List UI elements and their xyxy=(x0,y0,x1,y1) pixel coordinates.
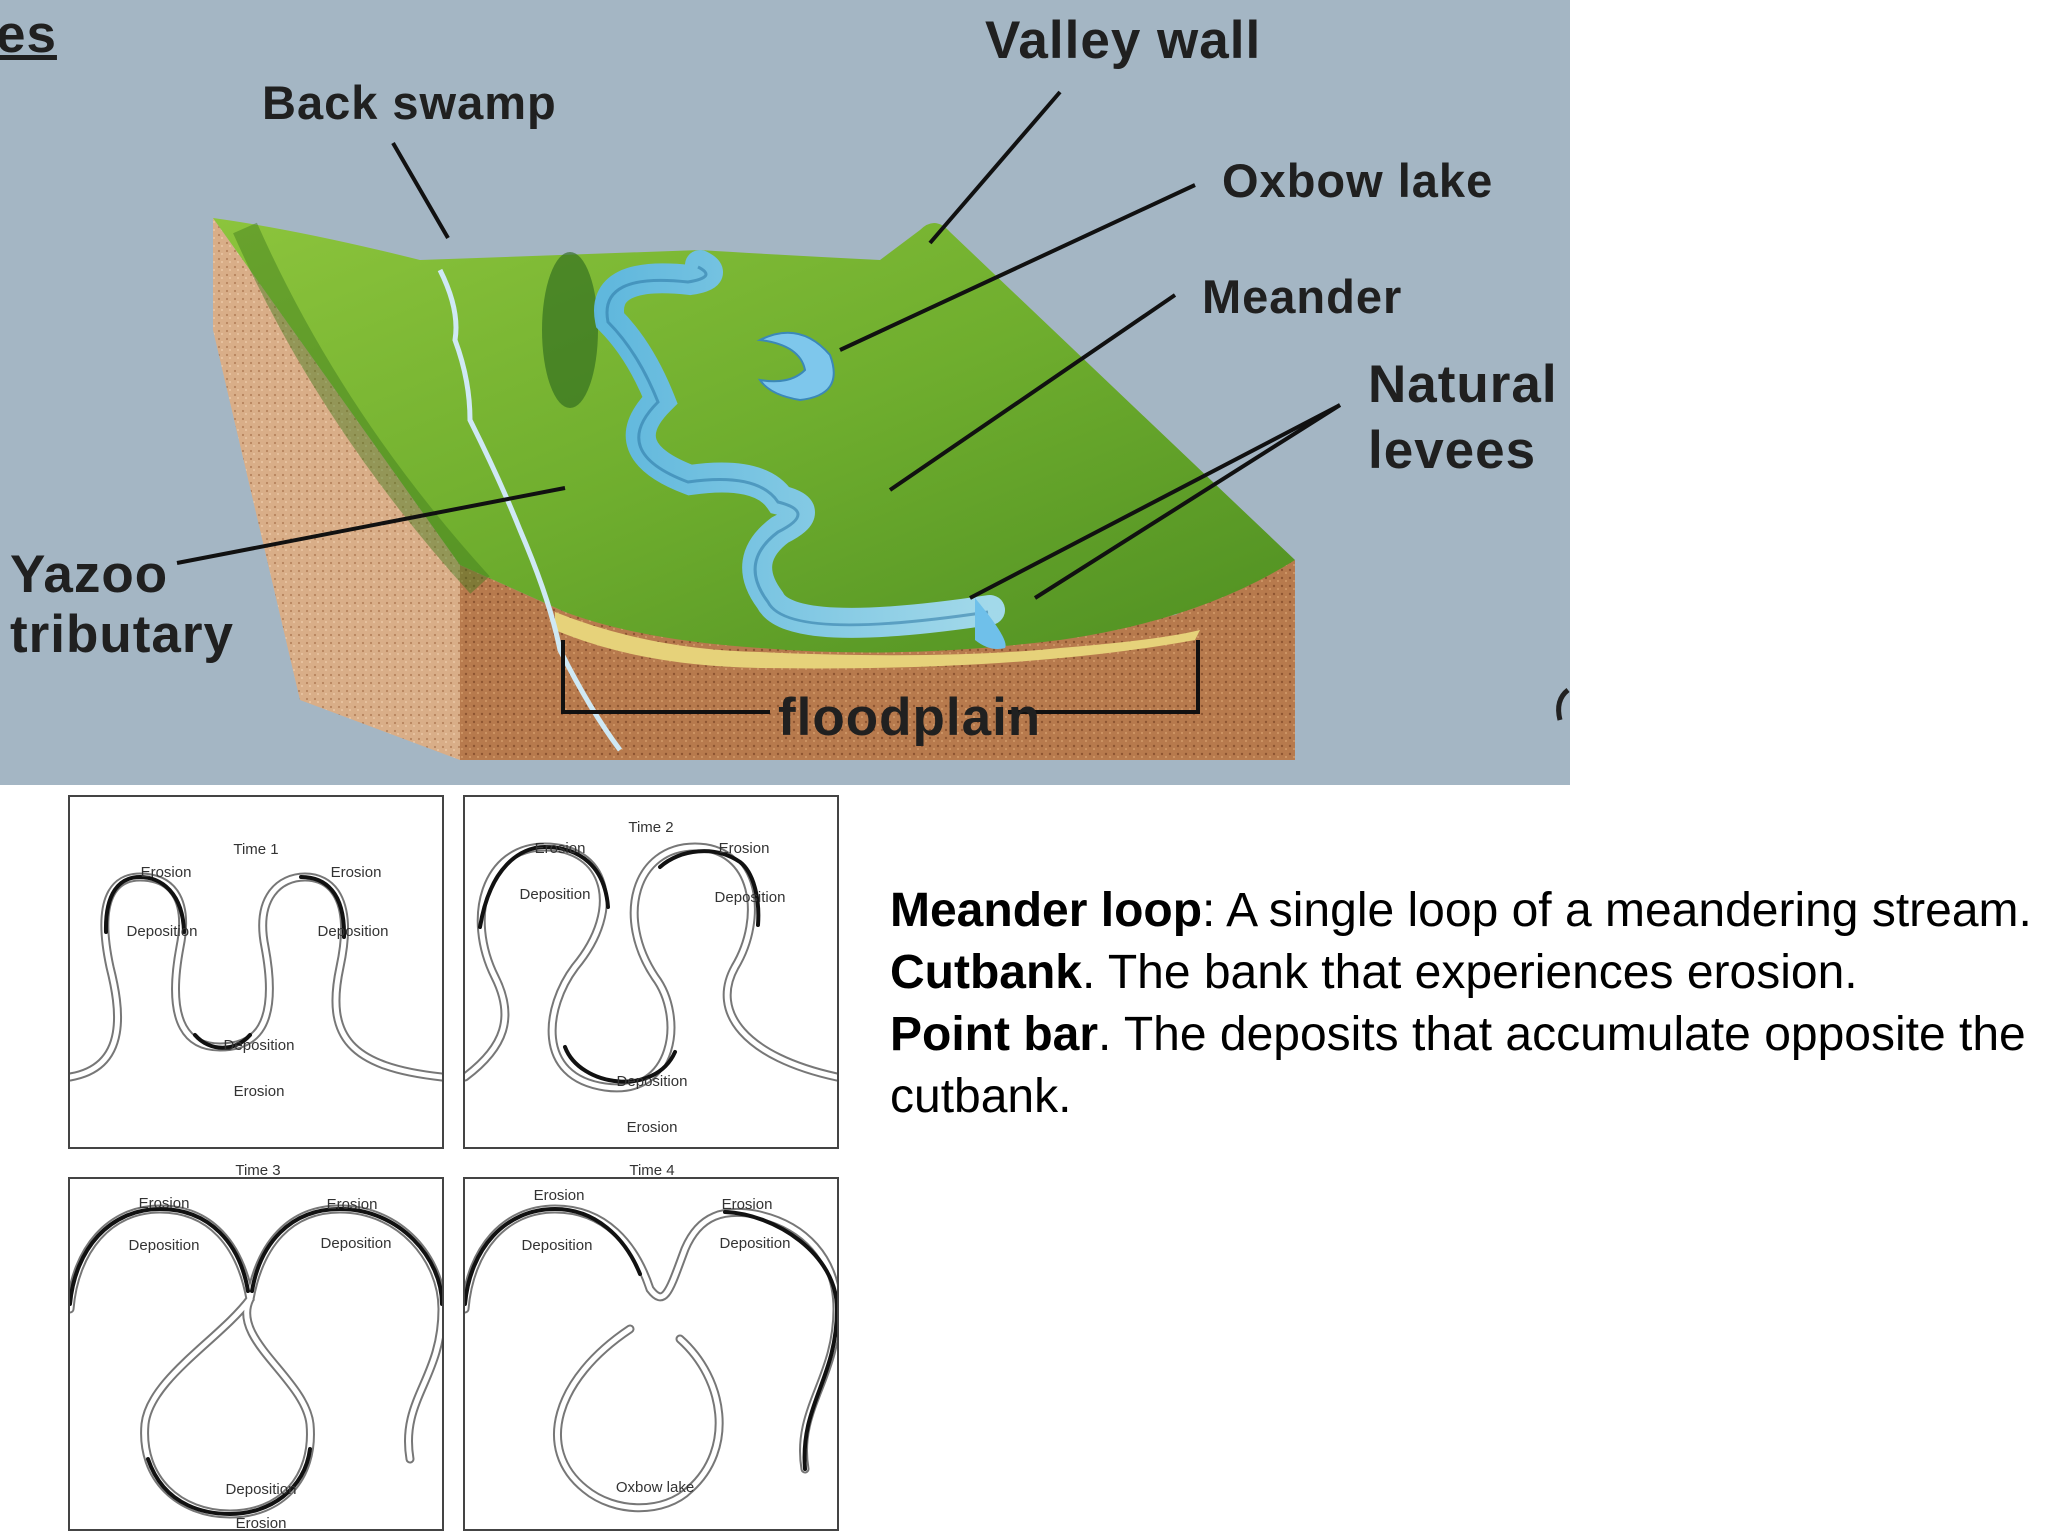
natural-levees-label-line2: levees xyxy=(1368,421,1537,480)
time2-deposition-bottom: Deposition xyxy=(616,1073,688,1090)
time4-erosion-left: Erosion xyxy=(533,1187,585,1204)
valley-wall-pointer xyxy=(928,90,1062,245)
time4-panel: Time 4 Erosion Erosion Deposition Deposi… xyxy=(463,1162,839,1531)
time2-erosion-bottom: Erosion xyxy=(626,1119,678,1136)
valley-ridge-shade xyxy=(233,222,490,594)
time3-deposition-bottom: Deposition xyxy=(225,1481,297,1498)
term-cutbank: Cutbank xyxy=(890,946,1082,999)
time4-deposition-right: Deposition xyxy=(719,1235,791,1252)
time4-meander-drawing xyxy=(465,1204,837,1513)
term-point-bar: Point bar xyxy=(890,1008,1099,1061)
river-front-notch xyxy=(975,598,1006,649)
meander-evolution-panels: Time 1 Erosion Erosion Deposition Deposi… xyxy=(68,795,848,1536)
time1-erosion-right: Erosion xyxy=(330,864,382,881)
yazoo-label-line1: Yazoo xyxy=(10,545,169,604)
floodplain-block-diagram: es Valley wall Back swamp Oxbow lake Mea… xyxy=(0,0,1570,785)
time2-deposition-right: Deposition xyxy=(714,889,786,906)
yazoo-label-line2: tributary xyxy=(10,605,234,664)
floodplain-illustration xyxy=(176,90,1570,760)
time1-erosion-left: Erosion xyxy=(140,864,192,881)
back-swamp-label: Back swamp xyxy=(262,76,557,129)
levee-pointer-2 xyxy=(1033,403,1342,600)
levee-pointer-1 xyxy=(969,403,1341,600)
back-swamp-pointer xyxy=(391,141,450,240)
time2-title: Time 2 xyxy=(628,819,674,836)
oxbow-lake-shape xyxy=(756,331,835,402)
floodplain-bracket xyxy=(561,640,1200,714)
time4-oxbow-lake-label: Oxbow lake xyxy=(615,1479,695,1496)
floodplain-label: floodplain xyxy=(778,688,1042,747)
time3-erosion-left: Erosion xyxy=(138,1195,190,1212)
time1-deposition-bottom: Deposition xyxy=(223,1037,295,1054)
definition-point-bar: Point bar. The deposits that accumulate … xyxy=(890,1008,2026,1123)
time1-meander-drawing xyxy=(70,872,442,1082)
time3-erosion-bottom: Erosion xyxy=(235,1515,287,1532)
time1-deposition-right: Deposition xyxy=(317,923,389,940)
time1-panel: Time 1 Erosion Erosion Deposition Deposi… xyxy=(68,795,444,1149)
block-left-face xyxy=(213,218,460,760)
time3-title: Time 3 xyxy=(235,1162,281,1179)
floodplain-sand xyxy=(555,612,1200,669)
meander-label: Meander xyxy=(1202,270,1403,323)
term-meander-loop: Meander loop xyxy=(890,884,1203,937)
definition-cutbank: Cutbank. The bank that experiences erosi… xyxy=(890,946,1858,999)
time2-deposition-left: Deposition xyxy=(519,886,591,903)
time3-deposition-left: Deposition xyxy=(128,1237,200,1254)
time3-deposition-right: Deposition xyxy=(320,1235,392,1252)
definitions-text: Meander loop: A single loop of a meander… xyxy=(890,880,2040,1128)
valley-wall-label: Valley wall xyxy=(985,11,1262,70)
time2-meander-drawing xyxy=(465,842,837,1093)
partial-heading: es xyxy=(0,5,57,64)
back-swamp-patch xyxy=(542,252,598,408)
oxbow-lake-label: Oxbow lake xyxy=(1222,154,1494,207)
definition-text-meander-loop: A single loop of a meandering stream. xyxy=(1215,884,2032,937)
yazoo-tributary-stream xyxy=(437,268,623,752)
time3-meander-drawing xyxy=(70,1204,442,1519)
time1-deposition-left: Deposition xyxy=(126,923,198,940)
definition-text-cutbank: The bank that experiences erosion. xyxy=(1095,946,1858,999)
time4-title: Time 4 xyxy=(629,1162,675,1179)
yazoo-pointer xyxy=(176,486,566,565)
time3-panel: Time 3 Erosion Erosion Deposition Deposi… xyxy=(68,1162,444,1532)
definition-meander-loop: Meander loop: A single loop of a meander… xyxy=(890,884,2032,937)
time1-erosion-bottom: Erosion xyxy=(233,1083,285,1100)
oxbow-lake-pointer xyxy=(839,183,1196,352)
meander-pointer xyxy=(888,293,1177,492)
time2-erosion-left: Erosion xyxy=(534,840,586,857)
time4-erosion-right: Erosion xyxy=(721,1196,773,1213)
time2-panel: Time 2 Erosion Erosion Deposition Deposi… xyxy=(463,795,839,1149)
natural-levees-label-line1: Natural xyxy=(1368,355,1558,414)
time1-title: Time 1 xyxy=(233,841,279,858)
block-top-surface xyxy=(213,218,1295,653)
time2-erosion-right: Erosion xyxy=(718,840,770,857)
time4-deposition-left: Deposition xyxy=(521,1237,593,1254)
time3-erosion-right: Erosion xyxy=(326,1196,378,1213)
definition-text-point-bar: The deposits that accumulate opposite th… xyxy=(890,1008,2026,1123)
